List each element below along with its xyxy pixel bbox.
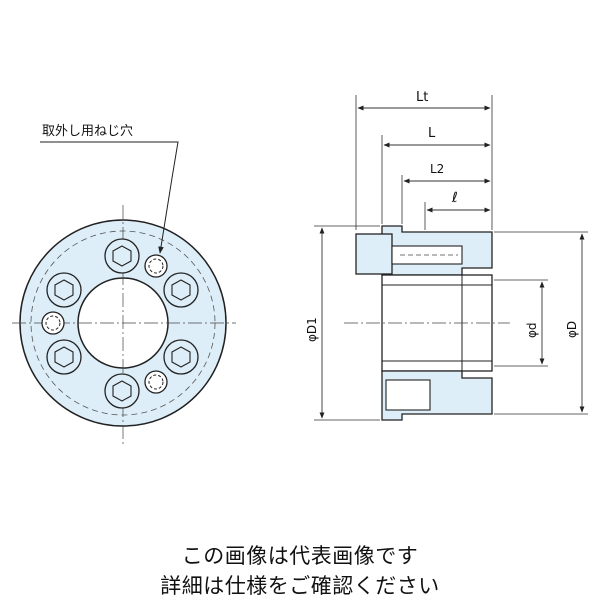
- bolt-top: [104, 238, 140, 274]
- label-L2: L2: [430, 162, 444, 176]
- hole-note-leader: [40, 141, 179, 254]
- removal-hole-bottom: [144, 370, 168, 394]
- label-L: L: [428, 126, 436, 141]
- bolt-bottom: [104, 373, 140, 409]
- caption-line-1: この画像は代表画像です: [181, 544, 419, 568]
- bolt-head-top: [355, 233, 393, 275]
- removal-hole-left: [41, 311, 65, 335]
- bolt-upper-right: [163, 272, 199, 308]
- side-view: Lt L L2 ℓ φD1 φd φD: [305, 90, 588, 421]
- removal-hole-top: [144, 254, 168, 278]
- front-view: 取外し用ねじ穴: [12, 124, 236, 445]
- lower-slot: [385, 379, 431, 411]
- hole-note-label: 取外し用ねじ穴: [42, 124, 133, 139]
- bolt-upper-left: [46, 272, 82, 308]
- caption-line-2: 詳細は仕様をご確認ください: [160, 574, 440, 598]
- label-phiD1: φD1: [305, 317, 319, 342]
- label-l: ℓ: [451, 190, 458, 206]
- label-phiD: φD: [565, 321, 579, 338]
- bolt-lower-left: [46, 339, 82, 375]
- label-phid: φd: [525, 322, 539, 338]
- label-Lt: Lt: [416, 90, 428, 105]
- bolt-lower-right: [163, 339, 199, 375]
